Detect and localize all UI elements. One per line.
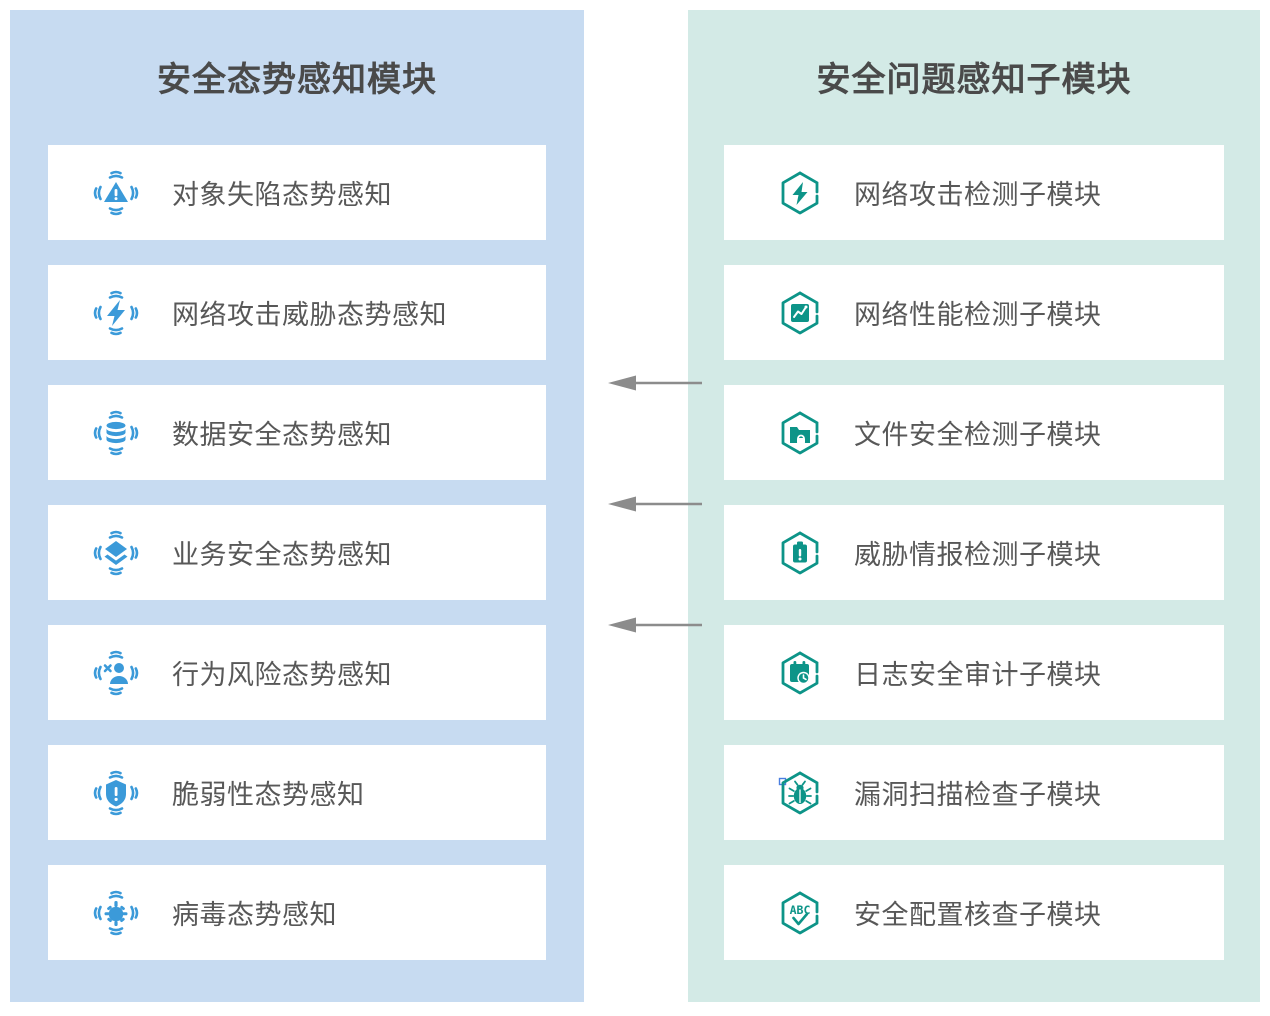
list-item[interactable]: 漏洞扫描检查子模块: [724, 745, 1224, 840]
list-item[interactable]: ABC 安全配置核查子模块: [724, 865, 1224, 960]
list-item-label: 对象失陷态势感知: [172, 180, 392, 210]
list-item-label: 网络攻击威胁态势感知: [172, 300, 447, 330]
list-item[interactable]: 日志安全审计子模块: [724, 625, 1224, 720]
list-item[interactable]: 网络攻击检测子模块: [724, 145, 1224, 240]
list-item[interactable]: 文件安全检测子模块: [724, 385, 1224, 480]
hexagon-chart-icon: [774, 287, 826, 339]
list-item-label: 网络攻击检测子模块: [854, 180, 1102, 210]
list-item-label: 病毒态势感知: [172, 900, 337, 930]
list-item-label: 安全配置核查子模块: [854, 900, 1102, 930]
list-item-label: 数据安全态势感知: [172, 420, 392, 450]
list-item[interactable]: 病毒态势感知: [48, 865, 546, 960]
left-panel-card-list: 对象失陷态势感知: [48, 145, 546, 985]
list-item-label: 文件安全检测子模块: [854, 420, 1102, 450]
hexagon-folder-lock-icon: [774, 407, 826, 459]
list-item-label: 日志安全审计子模块: [854, 660, 1102, 690]
virus-bug-radar-icon: [90, 887, 142, 939]
list-item-label: 威胁情报检测子模块: [854, 540, 1102, 570]
user-risk-radar-icon: [90, 647, 142, 699]
connector-arrow-2: [606, 495, 704, 513]
left-panel-title: 安全态势感知模块: [157, 61, 437, 99]
list-item[interactable]: 威胁情报检测子模块: [724, 505, 1224, 600]
connector-arrow-3: [606, 616, 704, 634]
list-item-label: 网络性能检测子模块: [854, 300, 1102, 330]
list-item[interactable]: 数据安全态势感知: [48, 385, 546, 480]
list-item[interactable]: 网络性能检测子模块: [724, 265, 1224, 360]
hexagon-abc-check-icon: ABC: [774, 887, 826, 939]
list-item-label: 行为风险态势感知: [172, 660, 392, 690]
hexagon-bug-icon: [774, 767, 826, 819]
connector-arrow-1: [606, 374, 704, 392]
security-issue-awareness-submodule-panel: 安全问题感知子模块 网络攻击检测子模块: [688, 10, 1260, 1002]
right-panel-card-list: 网络攻击检测子模块 网络性能检测子模块: [724, 145, 1224, 985]
security-situation-awareness-panel: 安全态势感知模块: [10, 10, 584, 1002]
list-item-label: 脆弱性态势感知: [172, 780, 365, 810]
hexagon-lightning-icon: [774, 167, 826, 219]
warning-triangle-radar-icon: [90, 167, 142, 219]
list-item-label: 业务安全态势感知: [172, 540, 392, 570]
database-radar-icon: [90, 407, 142, 459]
list-item[interactable]: 网络攻击威胁态势感知: [48, 265, 546, 360]
list-item[interactable]: 脆弱性态势感知: [48, 745, 546, 840]
shield-radar-icon: [90, 767, 142, 819]
diamond-layers-radar-icon: [90, 527, 142, 579]
list-item[interactable]: 业务安全态势感知: [48, 505, 546, 600]
right-panel-title: 安全问题感知子模块: [816, 61, 1132, 99]
lightning-bolt-radar-icon: [90, 287, 142, 339]
hexagon-alert-document-icon: [774, 527, 826, 579]
svg-text:ABC: ABC: [790, 903, 811, 917]
list-item[interactable]: 行为风险态势感知: [48, 625, 546, 720]
hexagon-calendar-clock-icon: [774, 647, 826, 699]
list-item[interactable]: 对象失陷态势感知: [48, 145, 546, 240]
list-item-label: 漏洞扫描检查子模块: [854, 780, 1102, 810]
